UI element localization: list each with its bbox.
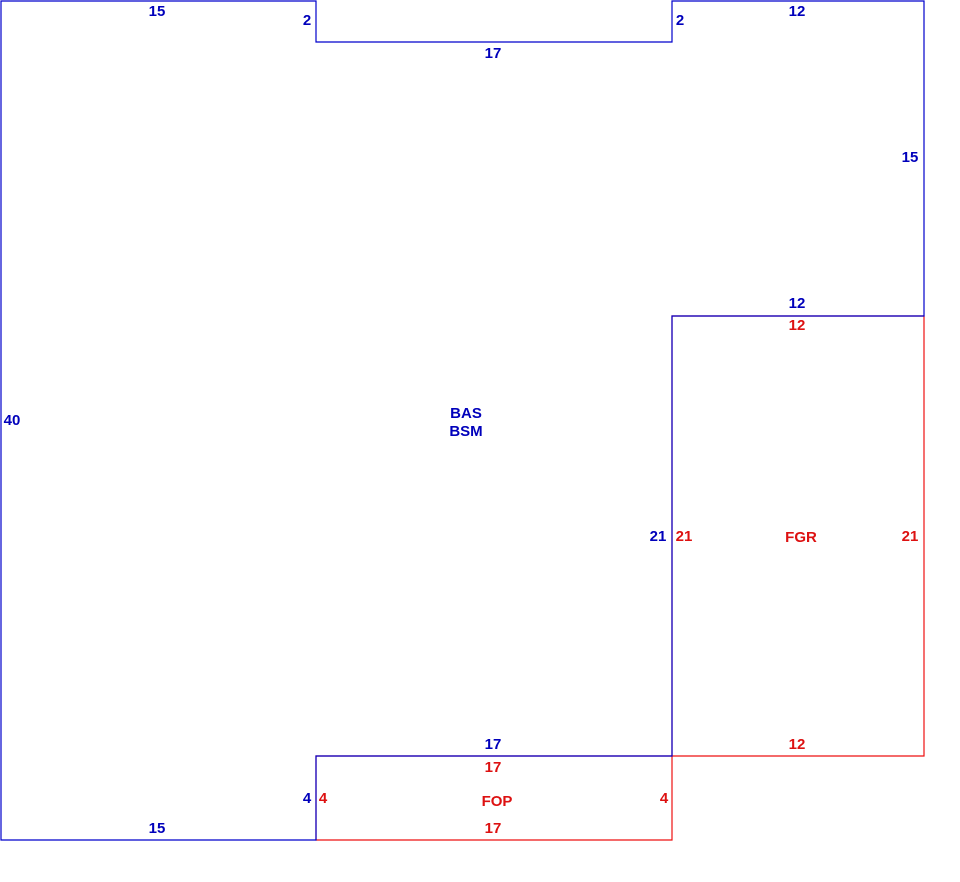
main-living-outline	[0, 0, 925, 841]
dim-main-porch-left: 4	[303, 790, 312, 807]
dim-main-notch-left: 2	[303, 12, 311, 29]
dim-porch-top: 17	[485, 759, 502, 776]
dim-main-top-left: 15	[149, 3, 166, 20]
area-label-bsm: BSM	[449, 423, 482, 440]
dim-main-left: 40	[4, 412, 21, 429]
dim-garage-bottom: 12	[789, 736, 806, 753]
area-label-bas: BAS	[450, 405, 482, 422]
dim-garage-right: 21	[902, 528, 919, 545]
dim-main-garage-side: 21	[650, 528, 667, 545]
area-label-fop: FOP	[482, 793, 513, 810]
dim-porch-bottom: 17	[485, 820, 502, 837]
dim-porch-right: 4	[660, 790, 669, 807]
dim-main-notch-bottom: 17	[485, 45, 502, 62]
dim-main-bottom: 15	[149, 820, 166, 837]
dim-garage-top: 12	[789, 317, 806, 334]
dim-porch-left: 4	[319, 790, 328, 807]
dim-garage-left: 21	[676, 528, 693, 545]
dim-main-top-right: 12	[789, 3, 806, 20]
dim-main-notch-right: 2	[676, 12, 684, 29]
dim-main-step: 12	[789, 295, 806, 312]
area-label-fgr: FGR	[785, 529, 817, 546]
dim-main-right-upper: 15	[902, 149, 919, 166]
dim-main-porch-top: 17	[485, 736, 502, 753]
